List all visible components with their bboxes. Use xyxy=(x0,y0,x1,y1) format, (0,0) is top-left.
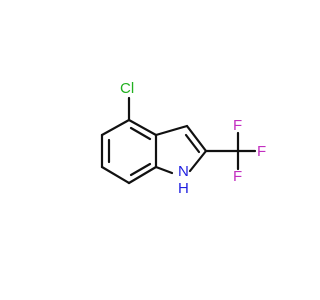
bond-c7-c7a-inner xyxy=(129,162,152,177)
bond-c7-c7a xyxy=(127,165,158,185)
bond-c3-c2-inner xyxy=(184,133,201,154)
molecule-structure: Cl N H F F F xyxy=(100,80,266,197)
fluorine-bottom-label: F xyxy=(233,168,242,185)
bond-c4-c5 xyxy=(100,118,131,137)
bond-c3-c2 xyxy=(185,124,208,153)
fluorine-right-label: F xyxy=(257,143,266,160)
nitrogen-label: N xyxy=(178,163,189,180)
bond-c6-c7 xyxy=(100,165,131,185)
molecule-canvas: Cl N H F F F xyxy=(100,80,267,197)
hydrogen-label: H xyxy=(178,180,189,197)
bond-c2-n1 xyxy=(188,149,208,173)
bond-c3a-c4-inner xyxy=(129,126,152,141)
bond-n1-c7a xyxy=(154,165,174,175)
bond-c3a-c3 xyxy=(154,124,189,137)
bond-c3a-c4 xyxy=(127,118,158,137)
fluorine-top-left-label: F xyxy=(233,117,242,134)
chlorine-label: Cl xyxy=(120,80,134,97)
